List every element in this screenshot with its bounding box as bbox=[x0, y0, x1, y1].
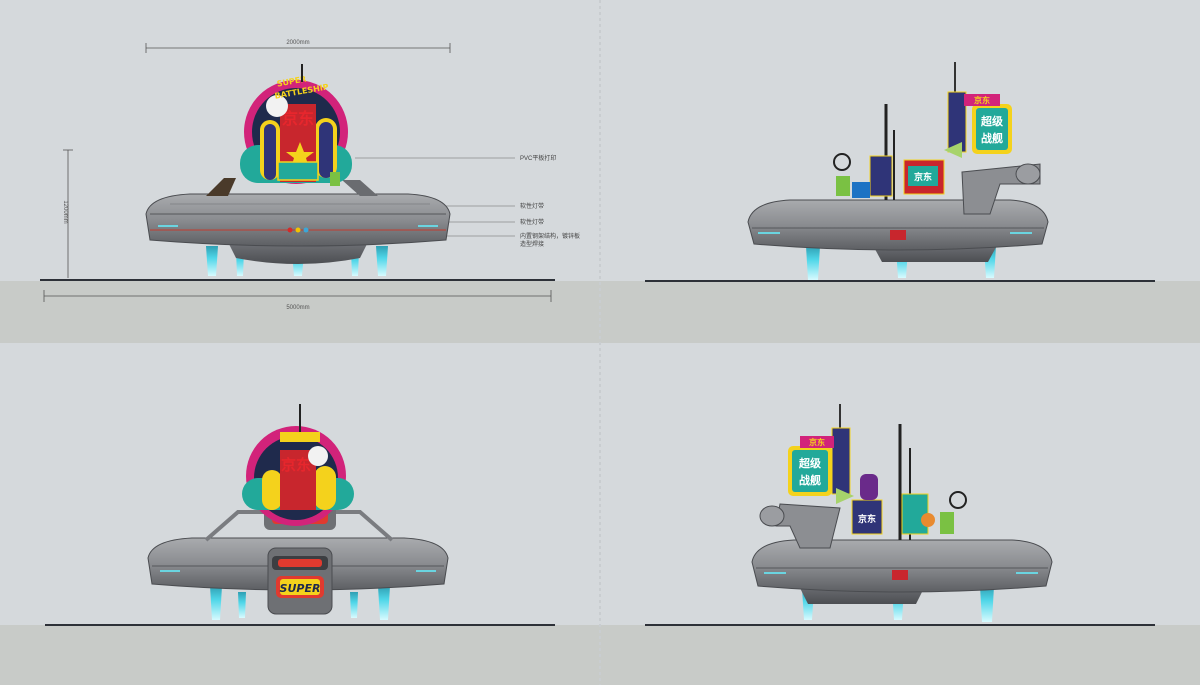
front-view-dimensioned: 2000mm 1200mm 5000mm PVC平板打印 软性灯带 软性灯带 内… bbox=[43, 40, 580, 311]
jd-small-right: 京东 bbox=[974, 95, 990, 105]
chinese-title-line2: 战舰 bbox=[981, 131, 1003, 145]
sign-cluster-front: 京东 SUPER BATTLESHIP bbox=[240, 64, 352, 186]
side-view-right: 超级 战舰 京东 京东 bbox=[747, 62, 1049, 280]
jd-logo-back: 京东 bbox=[281, 456, 311, 474]
dim-base-width-label: 5000mm bbox=[286, 305, 309, 311]
back-view: SUPER 京东 bbox=[147, 404, 449, 620]
annotation-light-strip-2: 软性灯带 bbox=[520, 218, 544, 226]
dim-height bbox=[63, 149, 73, 278]
super-plate: SUPER bbox=[280, 582, 321, 595]
annotation-welded: 造型焊接 bbox=[520, 240, 544, 248]
thrusters bbox=[210, 586, 390, 620]
chinese-title-left-line2: 战舰 bbox=[799, 473, 821, 487]
hull bbox=[145, 193, 451, 247]
dim-height-label: 1200mm bbox=[62, 200, 68, 223]
chinese-title-line1: 超级 bbox=[980, 114, 1004, 128]
dim-base-width bbox=[43, 290, 552, 302]
annotation-light-strip-1: 软性灯带 bbox=[520, 202, 544, 210]
chinese-sign-left: 超级 战舰 京东 bbox=[788, 427, 854, 504]
sign-cluster-back: 京东 bbox=[242, 404, 354, 526]
jd-logo-front: 京东 bbox=[282, 109, 314, 128]
jd-box-left: 京东 bbox=[858, 513, 876, 525]
chinese-title-left-line1: 超级 bbox=[798, 456, 822, 470]
annotation-pvc: PVC平板打印 bbox=[520, 154, 556, 162]
jd-small-left: 京东 bbox=[809, 437, 825, 447]
dim-top-width bbox=[145, 43, 451, 53]
dim-top-width-label: 2000mm bbox=[286, 40, 309, 46]
jd-box-right: 京东 bbox=[914, 171, 932, 183]
annotation-steel-frame: 内置钢架结构，镀锌板 bbox=[520, 232, 580, 240]
chinese-sign-right: 超级 战舰 京东 bbox=[944, 91, 1012, 158]
side-view-left: 超级 战舰 京东 京东 bbox=[751, 404, 1053, 622]
